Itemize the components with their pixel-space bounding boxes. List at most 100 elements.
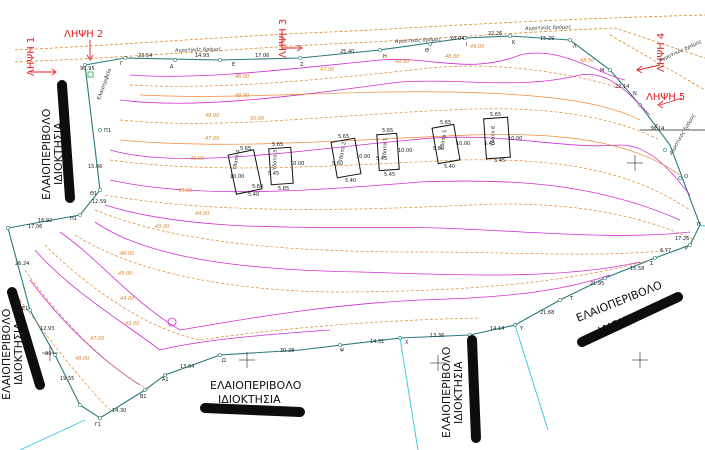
svg-text:48.00: 48.00: [235, 93, 249, 99]
svg-text:ΕΛΑΙΟΠΕΡΙΒΟΛΟ: ΕΛΑΙΟΠΕΡΙΒΟΛΟ: [210, 379, 302, 392]
svg-text:Ζ: Ζ: [300, 62, 304, 68]
svg-text:Υδατο 6: Υδατο 6: [490, 126, 497, 147]
svg-text:Τ: Τ: [569, 296, 574, 302]
svg-text:5.45: 5.45: [484, 141, 495, 147]
svg-text:45.00: 45.00: [178, 188, 192, 194]
svg-text:10.00: 10.00: [456, 141, 470, 147]
svg-text:15.66: 15.66: [88, 164, 102, 170]
redaction-marks: [7, 80, 683, 443]
svg-text:Ε: Ε: [232, 62, 235, 68]
svg-text:5.40: 5.40: [444, 164, 455, 170]
photo-label-2: ΛΗΨΗ 2: [64, 29, 103, 40]
crosshairs: [42, 155, 648, 371]
building-4: [227, 149, 263, 195]
svg-text:12.93: 12.93: [40, 326, 54, 332]
svg-text:Θ: Θ: [425, 48, 429, 54]
building-2: [330, 137, 362, 179]
svg-text:Ω: Ω: [222, 358, 226, 364]
svg-text:Ξ: Ξ: [655, 124, 658, 130]
svg-text:13.36: 13.36: [430, 333, 444, 339]
svg-text:Β1: Β1: [140, 394, 147, 400]
svg-text:5.60: 5.60: [433, 146, 444, 152]
svg-text:12.59: 12.59: [92, 199, 106, 205]
svg-text:Γ1: Γ1: [95, 422, 101, 428]
svg-text:5.45: 5.45: [268, 171, 279, 177]
contours-orange-solid: [119, 91, 681, 176]
svg-text:ΕΛΑΙΟΠΕΡΙΒΟΛΟ: ΕΛΑΙΟΠΕΡΙΒΟΛΟ: [0, 308, 13, 400]
road-label-1: Αγροτικός δρόμος: [174, 45, 222, 54]
svg-text:ΙΔΙΟΚΤΗΣΙΑ: ΙΔΙΟΚΤΗΣΙΑ: [452, 361, 465, 424]
svg-text:ΕΛΑΙΟΠΕΡΙΒΟΛΟ: ΕΛΑΙΟΠΕΡΙΒΟΛΟ: [40, 108, 53, 200]
svg-text:Λ: Λ: [573, 44, 577, 50]
svg-text:Μ: Μ: [600, 68, 604, 74]
building-labels: Υδατο 4 5.65 10.00 5.40 5.60 Υδατο 3 5.6…: [230, 112, 522, 198]
svg-text:5.60: 5.60: [252, 184, 263, 190]
svg-text:21.95: 21.95: [590, 281, 604, 287]
svg-text:15.29: 15.29: [540, 36, 554, 42]
building-6: [483, 116, 511, 160]
svg-text:5.40: 5.40: [345, 178, 356, 184]
svg-text:10.00: 10.00: [508, 136, 522, 142]
svg-text:Η1: Η1: [70, 216, 77, 222]
road-label-5: Αγροτικός δρόμος: [667, 112, 697, 157]
svg-text:47.00: 47.00: [320, 67, 334, 73]
svg-text:13.64: 13.64: [180, 364, 194, 370]
photo-label-1: ΛΗΨΗ 1: [26, 37, 37, 76]
svg-text:50.00: 50.00: [250, 116, 264, 122]
svg-text:23.54: 23.54: [138, 53, 152, 59]
svg-text:14.93: 14.93: [195, 53, 209, 59]
svg-text:22.26: 22.26: [488, 31, 502, 37]
svg-text:Υ: Υ: [519, 326, 524, 332]
svg-text:15.58: 15.58: [630, 266, 644, 272]
svg-text:6.77: 6.77: [660, 248, 671, 254]
corner-marker: [87, 71, 94, 78]
building-3: [268, 146, 294, 186]
svg-text:Υδατο 5: Υδατο 5: [439, 129, 449, 151]
svg-text:Δ: Δ: [170, 64, 174, 70]
svg-text:Θ1: Θ1: [90, 191, 97, 197]
svg-text:47.00: 47.00: [90, 336, 104, 342]
svg-text:46.00: 46.00: [235, 74, 249, 80]
photo-label-5: ΛΗΨΗ 5: [646, 92, 685, 103]
svg-text:20.04: 20.04: [450, 36, 464, 42]
svg-text:Ρ: Ρ: [685, 246, 688, 252]
neighbour-label-left-top: ΕΛΑΙΟΠΕΡΙΒΟΛΟ ΙΔΙΟΚΤΗΣΙΑ: [40, 108, 65, 200]
svg-text:46.00: 46.00: [120, 251, 134, 257]
svg-text:48.00: 48.00: [445, 54, 459, 60]
svg-text:5.40: 5.40: [248, 192, 259, 198]
svg-text:Α1: Α1: [162, 377, 169, 383]
svg-text:17.06: 17.06: [255, 53, 269, 59]
svg-text:17.06: 17.06: [28, 224, 42, 230]
road-label-3: Αγροτικός δρόμος: [524, 23, 572, 32]
svg-text:Ν: Ν: [633, 91, 637, 97]
svg-text:Γ: Γ: [120, 61, 123, 67]
photo-label-3: ΛΗΨΗ 3: [278, 19, 289, 58]
svg-text:44.00: 44.00: [195, 211, 209, 217]
svg-text:30.28: 30.28: [280, 348, 294, 354]
svg-text:49.00: 49.00: [470, 44, 484, 50]
svg-text:48.00: 48.00: [75, 356, 89, 362]
svg-text:Υδατο 2: Υδατο 2: [338, 141, 348, 163]
building-5: [431, 123, 461, 165]
svg-text:10.00: 10.00: [290, 161, 304, 167]
svg-text:5.65: 5.65: [338, 134, 349, 140]
svg-text:5.45: 5.45: [384, 172, 395, 178]
svg-text:19.55: 19.55: [60, 376, 74, 382]
svg-text:5.65: 5.65: [272, 142, 283, 148]
svg-text:Χ: Χ: [405, 340, 409, 346]
road-band: [14, 14, 705, 91]
photo-label-4: ΛΗΨΗ 4: [656, 33, 667, 72]
svg-text:5.45: 5.45: [494, 158, 505, 164]
edge-lengths: 12.59 16.92 23.54 14.93 25.40 20.04 22.2…: [15, 31, 689, 414]
svg-text:48.50: 48.50: [395, 59, 409, 65]
svg-text:26.24: 26.24: [15, 261, 29, 267]
svg-text:22.14: 22.14: [615, 84, 629, 90]
contour-labels: 46.00 47.00 48.00 48.50 49.00 48.50 48.0…: [75, 44, 594, 362]
svg-text:Υδατο 1: Υδατο 1: [382, 138, 389, 159]
svg-text:Ο: Ο: [684, 174, 688, 180]
svg-text:25.40: 25.40: [340, 49, 354, 55]
road-label-2: Αγροτικός δρόμος: [394, 36, 442, 45]
svg-text:16.92: 16.92: [38, 218, 52, 224]
svg-text:49.00: 49.00: [205, 113, 219, 119]
